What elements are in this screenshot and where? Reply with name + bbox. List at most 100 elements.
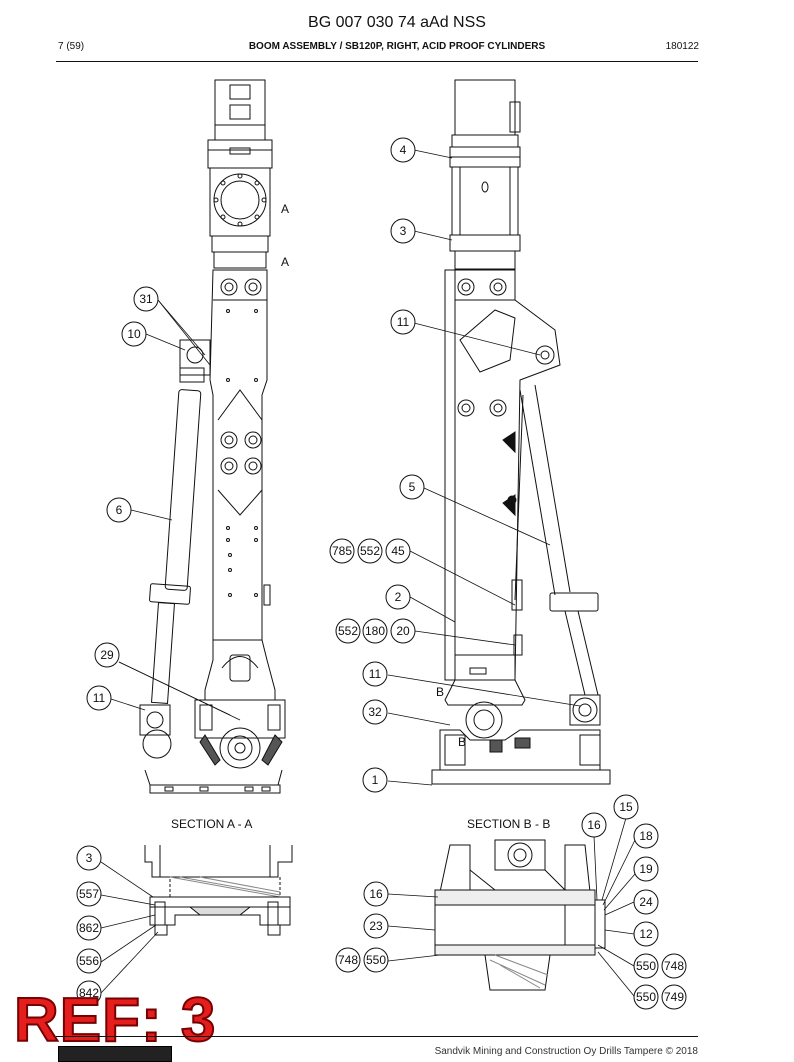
section-marks: A A B B [281, 202, 466, 749]
callout-11c: 11 [86, 685, 112, 711]
svg-text:15: 15 [619, 800, 633, 814]
left-boom-cylinder [164, 389, 202, 591]
svg-text:550: 550 [636, 959, 656, 973]
svg-text:32: 32 [368, 705, 382, 719]
left-boom-body [209, 269, 268, 641]
callout-32: 32 [362, 699, 388, 725]
svg-text:748: 748 [664, 959, 684, 973]
right-base-plate [431, 769, 611, 785]
section-b-label: SECTION B - B [467, 817, 551, 831]
callout-748b: 748 [661, 953, 687, 979]
callout-862: 862 [76, 915, 102, 941]
right-boom-body [454, 269, 561, 681]
callout-556: 556 [76, 948, 102, 974]
callout-11: 11 [390, 309, 416, 335]
callout-1: 1 [362, 767, 388, 793]
callout-748: 748 [335, 947, 361, 973]
callout-550c: 550 [633, 984, 659, 1010]
svg-text:842: 842 [79, 986, 99, 1000]
callout-11b: 11 [362, 661, 388, 687]
svg-text:550: 550 [366, 953, 386, 967]
svg-text:180: 180 [365, 624, 385, 638]
callout-15: 15 [613, 794, 639, 820]
callout-24: 24 [633, 889, 659, 915]
callout-45: 45 [385, 538, 411, 564]
svg-text:11: 11 [397, 315, 410, 329]
ref-stamp: REF: 3 [13, 985, 217, 1056]
callout-19: 19 [633, 856, 659, 882]
section-a-a [144, 845, 293, 936]
svg-text:550: 550 [636, 990, 656, 1004]
svg-text:11: 11 [93, 691, 106, 705]
document-code: BG 007 030 74 aAd NSS [308, 14, 486, 31]
svg-text:748: 748 [338, 953, 358, 967]
svg-text:16: 16 [587, 818, 601, 832]
svg-text:24: 24 [639, 895, 653, 909]
right-base-pivot [465, 701, 503, 739]
callout-6: 6 [106, 497, 132, 523]
svg-text:19: 19 [639, 862, 653, 876]
left-base-pivot [219, 727, 261, 769]
svg-text:20: 20 [396, 624, 410, 638]
callout-180: 180 [362, 618, 388, 644]
callout-16: 16 [581, 812, 607, 838]
svg-text:552: 552 [338, 624, 358, 638]
callout-785: 785 [329, 538, 355, 564]
svg-text:3: 3 [86, 851, 93, 865]
left-motor [214, 79, 266, 141]
svg-text:556: 556 [79, 954, 99, 968]
svg-text:B: B [436, 685, 444, 699]
callout-2: 2 [385, 584, 411, 610]
callout-749: 749 [661, 984, 687, 1010]
callout-552b: 552 [335, 618, 361, 644]
svg-text:12: 12 [639, 927, 653, 941]
svg-text:3: 3 [400, 224, 407, 238]
svg-text:A: A [281, 202, 289, 216]
svg-text:2: 2 [395, 590, 402, 604]
svg-text:B: B [458, 735, 466, 749]
svg-text:23: 23 [369, 919, 383, 933]
callout-29: 29 [94, 642, 120, 668]
callout-5: 5 [399, 474, 425, 500]
svg-text:11: 11 [369, 667, 382, 681]
left-view [139, 79, 286, 794]
svg-text:749: 749 [664, 990, 684, 1004]
callout-18: 18 [633, 823, 659, 849]
right-motor [454, 79, 516, 136]
callout-4: 4 [390, 137, 416, 163]
date-code: 180122 [665, 41, 699, 52]
left-lower-yoke [204, 639, 276, 701]
svg-text:862: 862 [79, 921, 99, 935]
section-a-label: SECTION A - A [171, 817, 253, 831]
svg-text:1: 1 [372, 773, 379, 787]
callout-23: 23 [363, 913, 389, 939]
svg-text:6: 6 [116, 503, 123, 517]
copyright-text: Sandvik Mining and Construction Oy Drill… [434, 1046, 698, 1057]
callout-3b: 3 [76, 845, 102, 871]
svg-text:785: 785 [332, 544, 352, 558]
right-view [431, 79, 611, 785]
svg-text:16: 16 [369, 887, 383, 901]
company-logo [58, 1046, 172, 1062]
svg-text:A: A [281, 255, 289, 269]
callout-550: 550 [363, 947, 389, 973]
svg-text:5: 5 [409, 480, 416, 494]
svg-text:18: 18 [639, 829, 653, 843]
callout-balloons: 4 3 31 10 11 5 6 785 552 45 2 552 180 20… [76, 137, 687, 1010]
svg-text:10: 10 [127, 327, 141, 341]
callout-12: 12 [633, 921, 659, 947]
callout-557: 557 [76, 881, 102, 907]
callout-3: 3 [390, 218, 416, 244]
svg-text:557: 557 [79, 887, 99, 901]
svg-text:31: 31 [139, 292, 153, 306]
drawing-title: BOOM ASSEMBLY / SB120P, RIGHT, ACID PROO… [248, 41, 546, 52]
callout-842: 842 [76, 980, 102, 1006]
callout-20: 20 [390, 618, 416, 644]
svg-text:45: 45 [391, 544, 405, 558]
section-b-b [434, 839, 606, 991]
callout-16b: 16 [363, 881, 389, 907]
right-gearbox [451, 166, 519, 236]
leader-lines [100, 149, 636, 997]
header-rule [56, 61, 698, 62]
callout-552: 552 [357, 538, 383, 564]
